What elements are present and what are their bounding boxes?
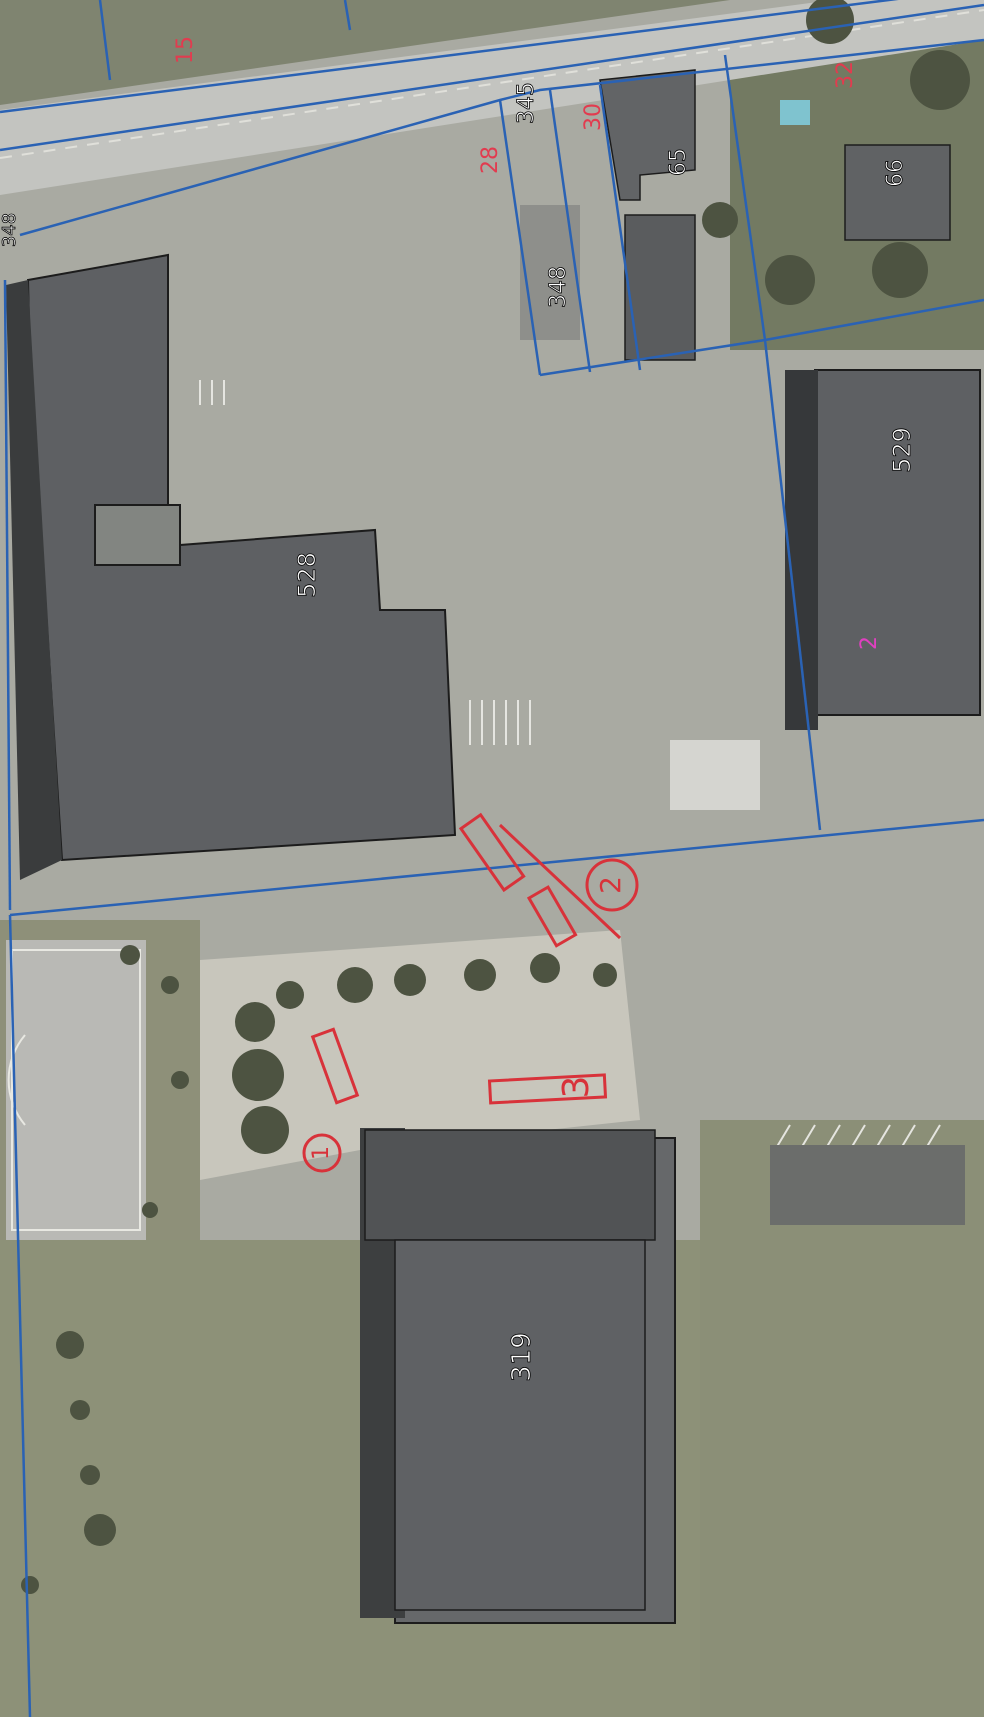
lot-30: 30	[581, 103, 606, 131]
label-65: 65	[666, 148, 691, 176]
building-65-rear	[624, 214, 696, 361]
building-319-main	[394, 1239, 646, 1611]
building-529-roof	[814, 369, 981, 716]
label-345: 345	[514, 82, 539, 124]
lot-numbers: 15 28 30 32 2	[173, 36, 882, 650]
marker-line	[498, 823, 622, 940]
pool	[780, 100, 810, 125]
shelter	[670, 740, 760, 810]
road-markings	[0, 9, 984, 159]
building-66-roof	[844, 144, 951, 241]
marker-circle-1	[302, 1133, 342, 1173]
building-labels: 528 529 319 348 65 66 345 348	[0, 82, 916, 1383]
lot-28: 28	[478, 146, 503, 174]
annotation-1: 1	[309, 1146, 334, 1160]
court-lines	[11, 949, 141, 1231]
lot-2: 2	[857, 636, 882, 650]
label-66: 66	[883, 159, 908, 187]
annotation-3: 3	[556, 1076, 597, 1099]
basketball-court	[6, 940, 146, 1240]
road	[0, 0, 984, 195]
label-528: 528	[293, 552, 321, 598]
marker-rect-1	[310, 1027, 360, 1105]
court-arc	[7, 1034, 26, 1126]
lot-32: 32	[833, 61, 858, 89]
label-348: 348	[546, 266, 571, 308]
lawn-northwest	[0, 0, 730, 105]
label-319: 319	[507, 1332, 537, 1382]
plaza	[200, 930, 640, 1180]
marker-rect-upper	[458, 812, 526, 893]
annotations	[302, 812, 639, 1173]
label-348-edge: 348	[0, 213, 20, 247]
marker-circle-2	[585, 858, 639, 912]
marker-rect-3	[487, 1073, 608, 1105]
lot-15: 15	[173, 36, 198, 64]
annotation-2: 2	[594, 876, 627, 894]
building-65-roof	[599, 69, 696, 201]
building-528-shadow	[6, 280, 62, 880]
marker-rect-lower	[526, 885, 578, 948]
building-319-upper	[364, 1129, 656, 1241]
bike-rack-area	[770, 1145, 965, 1225]
label-529: 529	[888, 427, 916, 473]
building-528-annex	[94, 504, 181, 566]
